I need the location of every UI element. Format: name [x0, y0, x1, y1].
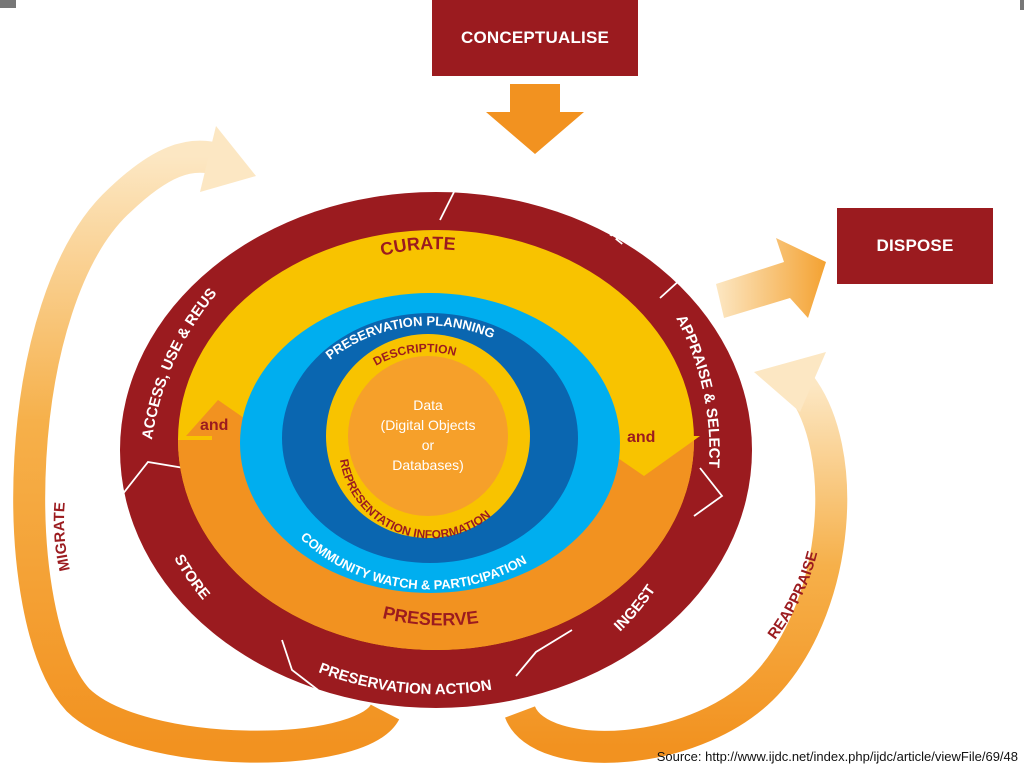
core-line-4: Databases) — [392, 457, 464, 473]
ring-segment-dividers — [117, 175, 724, 691]
source-caption: Source: http://www.ijdc.net/index.php/ij… — [656, 749, 1018, 764]
dispose-box: DISPOSE — [837, 208, 993, 284]
dispose-arrow — [716, 238, 826, 318]
and-label-left: and — [200, 417, 228, 434]
core-line-3: or — [422, 437, 435, 453]
corner-mark-right — [1020, 0, 1024, 10]
conceptualise-arrow — [486, 84, 584, 154]
conceptualise-box: CONCEPTUALISE — [432, 0, 638, 76]
and-label-right: and — [627, 429, 655, 446]
core-line-2: (Digital Objects — [381, 417, 476, 433]
core-line-1: Data — [413, 397, 443, 413]
migrate-loop-arrow — [13, 126, 400, 763]
data-core-text: Data (Digital Objects or Databases) — [381, 397, 476, 473]
migrate-label: MIGRATE — [51, 502, 74, 573]
data-core — [348, 356, 508, 516]
corner-mark — [0, 0, 16, 8]
and-arrow-left — [186, 400, 270, 470]
reappraise-loop-arrow — [505, 352, 848, 763]
